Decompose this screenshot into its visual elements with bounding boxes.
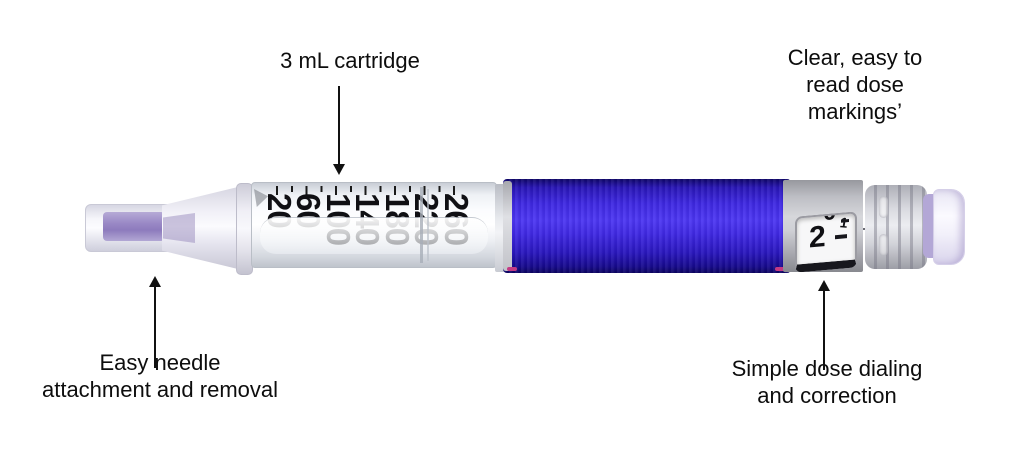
arrow-shaft: [338, 86, 340, 166]
scale-minor-ticks: [291, 186, 463, 192]
knob-groove: [879, 234, 888, 256]
arrow-up-icon: [148, 276, 162, 370]
cartridge-holder: 20 60 100 140 180 220 260: [251, 182, 497, 268]
dose-digit-current: 2: [809, 220, 826, 255]
injection-button: [933, 189, 965, 265]
arrow-shaft: [154, 285, 156, 368]
dialing-label: Simple dose dialing and correction: [712, 355, 942, 409]
arrow-head: [333, 164, 345, 175]
label-line: and correction: [757, 383, 897, 408]
needle: [103, 212, 165, 241]
arrow-head: [149, 276, 161, 287]
insulin-pen: 20 60 100 140 180 220 260 0 1 2: [75, 178, 970, 278]
dose-knob: [865, 185, 927, 269]
arrow-head: [818, 280, 830, 291]
knob-groove: [879, 196, 888, 218]
label-line: Clear, easy to: [787, 45, 923, 70]
cartridge-seam: [427, 189, 429, 261]
arrow-up-icon: [817, 280, 831, 372]
label-line: read dose: [806, 72, 904, 97]
label-line: markings’: [807, 99, 903, 124]
needle-hub-core: [163, 213, 195, 243]
needle-label: Easy needle attachment and removal: [30, 349, 290, 403]
label-line: Easy needle: [99, 350, 221, 375]
dose-window: 0 1 2: [795, 211, 857, 273]
label-line: Simple dose dialing: [731, 356, 923, 381]
arrow-down-icon: [332, 86, 346, 178]
arrow-shaft: [823, 289, 825, 370]
dose-markings-label: Clear, easy to read dose markings’: [750, 44, 960, 125]
dose-tick: [835, 234, 847, 240]
label-line: attachment and removal: [41, 377, 279, 402]
cartridge-seam: [420, 187, 423, 263]
label-fleck: [775, 267, 787, 271]
pen-body-rim: [503, 181, 512, 271]
pen-body: [503, 179, 791, 273]
cartridge-label: 3 mL cartridge: [280, 48, 420, 73]
cartridge-liquid: [260, 217, 488, 254]
label-fleck: [507, 267, 517, 271]
